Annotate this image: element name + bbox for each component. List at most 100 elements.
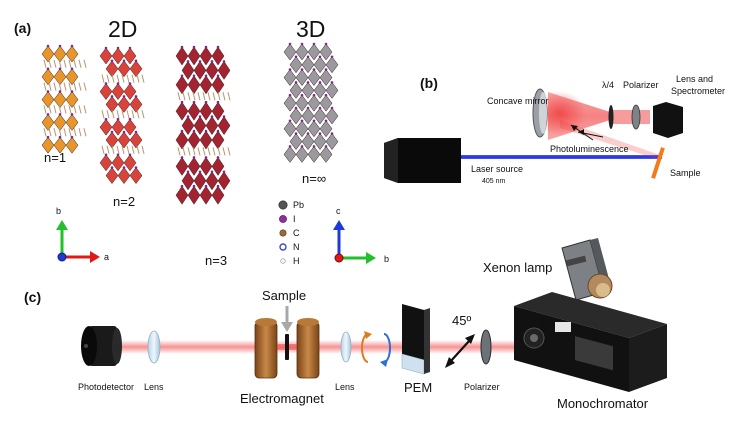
axis-c-3d: c (336, 206, 341, 216)
quarter-wave-label: λ/4 (602, 80, 614, 90)
octahedron (319, 43, 333, 61)
xenon-lamp-label: Xenon lamp (483, 260, 552, 275)
organic-spacer (53, 82, 57, 91)
sample-arrow (281, 322, 293, 332)
octahedron (295, 120, 309, 138)
octahedron (105, 131, 119, 149)
octahedron (307, 94, 321, 112)
electromagnet-label: Electromagnet (240, 391, 324, 406)
label-n1: n=1 (44, 150, 66, 165)
octahedron (105, 167, 119, 185)
angle-label: 45º (452, 313, 471, 328)
lens-right (340, 331, 352, 363)
organic-spacer (43, 105, 47, 114)
octahedron (99, 83, 113, 101)
organic-spacer (83, 82, 87, 91)
legend-c: C (293, 228, 300, 238)
octahedron (289, 56, 303, 74)
octahedron (123, 83, 137, 101)
octahedron (319, 94, 333, 112)
laser-source-box (384, 138, 461, 183)
organic-spacer (207, 147, 211, 156)
organic-spacer (217, 92, 221, 101)
octahedron (175, 101, 189, 121)
polarizer-b-label: Polarizer (623, 80, 659, 90)
polarizer-b (631, 104, 641, 130)
octahedron (187, 75, 201, 95)
octahedron (105, 95, 119, 113)
organic-spacer (48, 128, 52, 137)
octahedron (41, 136, 55, 154)
sample-c (285, 334, 289, 360)
organic-spacer (187, 92, 191, 101)
pl-incident-beam (560, 120, 660, 160)
organic-spacer (68, 128, 72, 137)
organic-spacer (111, 74, 115, 83)
octahedron (199, 130, 213, 150)
octahedron (211, 101, 225, 121)
octahedron (187, 101, 201, 121)
organic-spacer (222, 92, 226, 101)
octahedron (123, 154, 137, 172)
axis-b-3d: b (384, 254, 389, 264)
organic-spacer (78, 59, 82, 68)
polarization-45-arrow (445, 334, 475, 368)
octahedron (65, 113, 79, 131)
organic-spacer (68, 59, 72, 68)
octahedron (117, 95, 131, 113)
octahedron (65, 45, 79, 63)
octahedron (53, 136, 67, 154)
organic-spacer (58, 105, 62, 114)
octahedron (301, 81, 315, 99)
octahedron (313, 133, 327, 151)
octahedron (41, 91, 55, 109)
octahedron (199, 101, 213, 121)
organic-spacer (207, 92, 211, 101)
monochromator-label: Monochromator (557, 396, 649, 411)
panel-c-label: (c) (24, 289, 41, 305)
octahedron (325, 81, 339, 99)
heading-3d: 3D (296, 16, 325, 42)
octahedron (319, 120, 333, 138)
organic-spacer (68, 82, 72, 91)
octahedron (205, 60, 219, 80)
label-n2: n=2 (113, 194, 135, 209)
octahedron (175, 185, 189, 205)
legend-h: H (293, 256, 300, 266)
organic-spacer (73, 82, 77, 91)
monochromator (514, 292, 667, 392)
lens-right-label: Lens (335, 382, 355, 392)
octahedron (181, 171, 195, 191)
organic-spacer (227, 92, 231, 101)
organic-spacer (141, 110, 145, 119)
octahedron (211, 130, 225, 150)
organic-spacer (53, 59, 57, 68)
xenon-lamp (561, 238, 613, 301)
lens-spectrometer-label-1: Lens and (676, 74, 713, 84)
concave-mirror (532, 88, 548, 138)
organic-spacer (217, 147, 221, 156)
octahedron (65, 91, 79, 109)
quarter-wave-plate (608, 105, 614, 129)
electromagnet (254, 318, 320, 379)
pl-beam-2 (610, 110, 650, 124)
organic-spacer (73, 105, 77, 114)
organic-spacer (136, 110, 140, 119)
octahedron (123, 118, 137, 136)
legend-i: I (293, 214, 296, 224)
laser-beam (458, 155, 662, 159)
octahedron (99, 154, 113, 172)
photodetector-label: Photodetector (78, 382, 134, 392)
structure-n-infinity (283, 42, 339, 163)
legend-n-marker (279, 243, 287, 251)
lens-left-label: Lens (144, 382, 164, 392)
organic-spacer (202, 147, 206, 156)
organic-spacer (177, 92, 181, 101)
concave-mirror-label: Concave mirror (487, 96, 549, 106)
legend-n: N (293, 242, 300, 252)
organic-spacer (63, 105, 67, 114)
octahedron (99, 47, 113, 65)
octahedron (199, 75, 213, 95)
organic-spacer (131, 74, 135, 83)
organic-spacer (182, 147, 186, 156)
